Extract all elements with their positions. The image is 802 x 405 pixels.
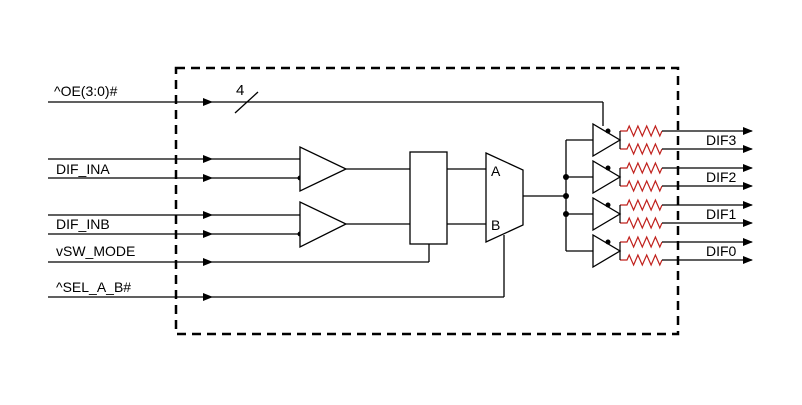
resistor	[620, 253, 663, 267]
input-buffer-b	[299, 200, 348, 249]
oe-bus	[48, 91, 604, 126]
mux-b-label: B	[491, 217, 500, 233]
mux	[485, 151, 524, 244]
resistor	[620, 142, 663, 156]
resistor	[620, 179, 663, 193]
resistor	[620, 161, 663, 175]
output-driver-dif3	[592, 122, 622, 158]
sw-mode-label: vSW_MODE	[56, 243, 135, 259]
resistor	[620, 124, 663, 138]
fanout-wires	[523, 139, 593, 252]
output-label-dif3: DIF3	[706, 132, 737, 148]
inb-lines	[48, 211, 303, 238]
output-driver-dif0	[592, 233, 622, 269]
resistor	[620, 235, 663, 249]
output-driver-dif2	[592, 159, 622, 195]
output-label-dif1: DIF1	[706, 206, 737, 222]
output-label-dif0: DIF0	[706, 243, 737, 259]
device-boundary	[174, 66, 680, 336]
ina-label: DIF_INA	[56, 161, 110, 177]
output-driver-dif1	[592, 196, 622, 232]
sel-label: ^SEL_A_B#	[56, 279, 131, 295]
resistor	[620, 198, 663, 212]
output-label-dif2: DIF2	[706, 169, 737, 185]
mux-a-label: A	[491, 163, 501, 179]
resistor	[620, 216, 663, 230]
oe-label: ^OE(3:0)#	[54, 83, 118, 99]
bus-slash	[234, 91, 259, 114]
bus-width-label: 4	[236, 82, 244, 99]
output-resistors	[619, 124, 753, 267]
mode-block	[409, 151, 448, 245]
input-buffer-a	[299, 145, 348, 193]
inb-label: DIF_INB	[56, 216, 110, 232]
